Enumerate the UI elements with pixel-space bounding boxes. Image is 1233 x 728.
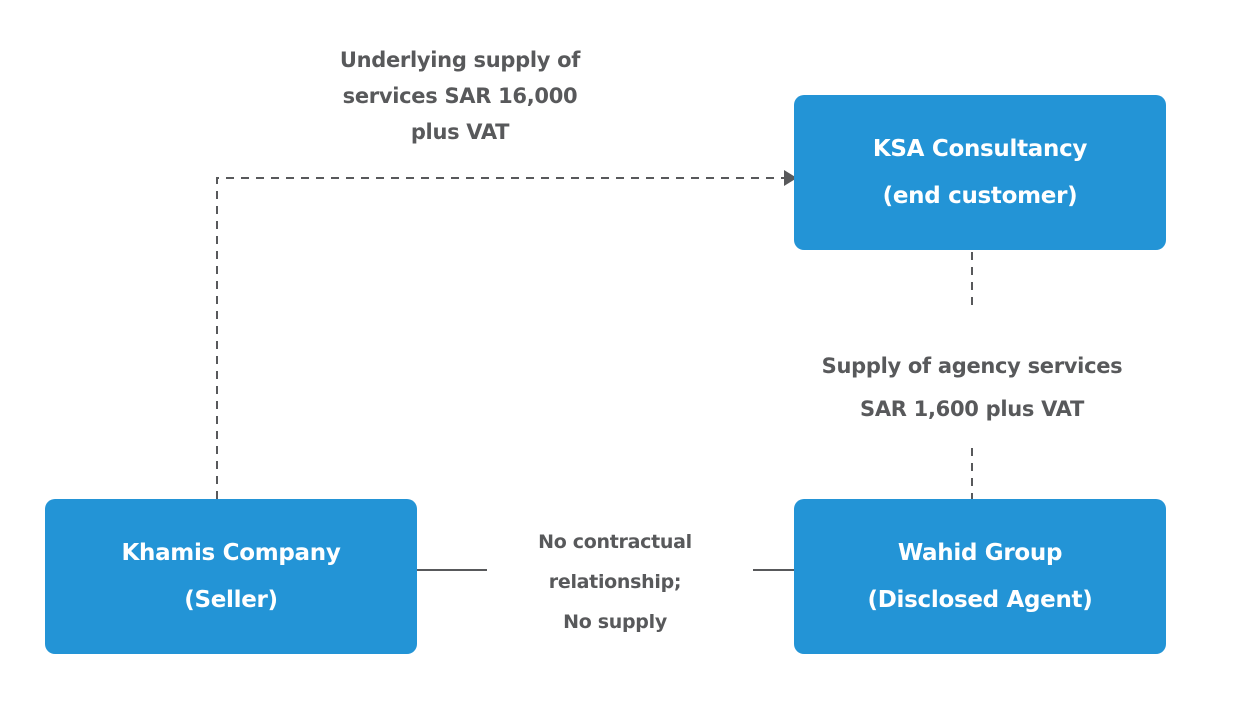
node-wahid-title: Wahid Group	[897, 539, 1063, 566]
underlying-supply-connector	[216, 177, 784, 499]
node-wahid-subtitle: (Disclosed Agent)	[867, 586, 1093, 613]
node-ksa-consultancy: KSA Consultancy (end customer)	[794, 95, 1166, 250]
edge-label-line: relationship;	[548, 571, 682, 593]
edge-label-underlying-supply: Underlying supply of services SAR 16,000…	[310, 42, 610, 150]
edge-label-no-contract: No contractual relationship; No supply	[500, 522, 730, 642]
edge-label-line: Underlying supply of	[339, 48, 581, 72]
node-khamis-subtitle: (Seller)	[184, 586, 278, 613]
node-khamis-company: Khamis Company (Seller)	[45, 499, 417, 654]
edge-label-line: SAR 1,600 plus VAT	[860, 397, 1084, 421]
node-wahid-group: Wahid Group (Disclosed Agent)	[794, 499, 1166, 654]
node-khamis-title: Khamis Company	[121, 539, 341, 566]
edge-label-line: Supply of agency services	[821, 354, 1123, 378]
edge-label-line: plus VAT	[410, 120, 510, 144]
edge-label-agency-supply: Supply of agency services SAR 1,600 plus…	[812, 345, 1132, 431]
node-ksa-title: KSA Consultancy	[872, 135, 1088, 162]
edge-label-line: services SAR 16,000	[342, 84, 578, 108]
node-ksa-subtitle: (end customer)	[882, 182, 1078, 209]
edge-label-line: No contractual	[538, 531, 692, 553]
edge-label-line: No supply	[563, 611, 667, 633]
arrowhead-icon	[784, 170, 797, 186]
